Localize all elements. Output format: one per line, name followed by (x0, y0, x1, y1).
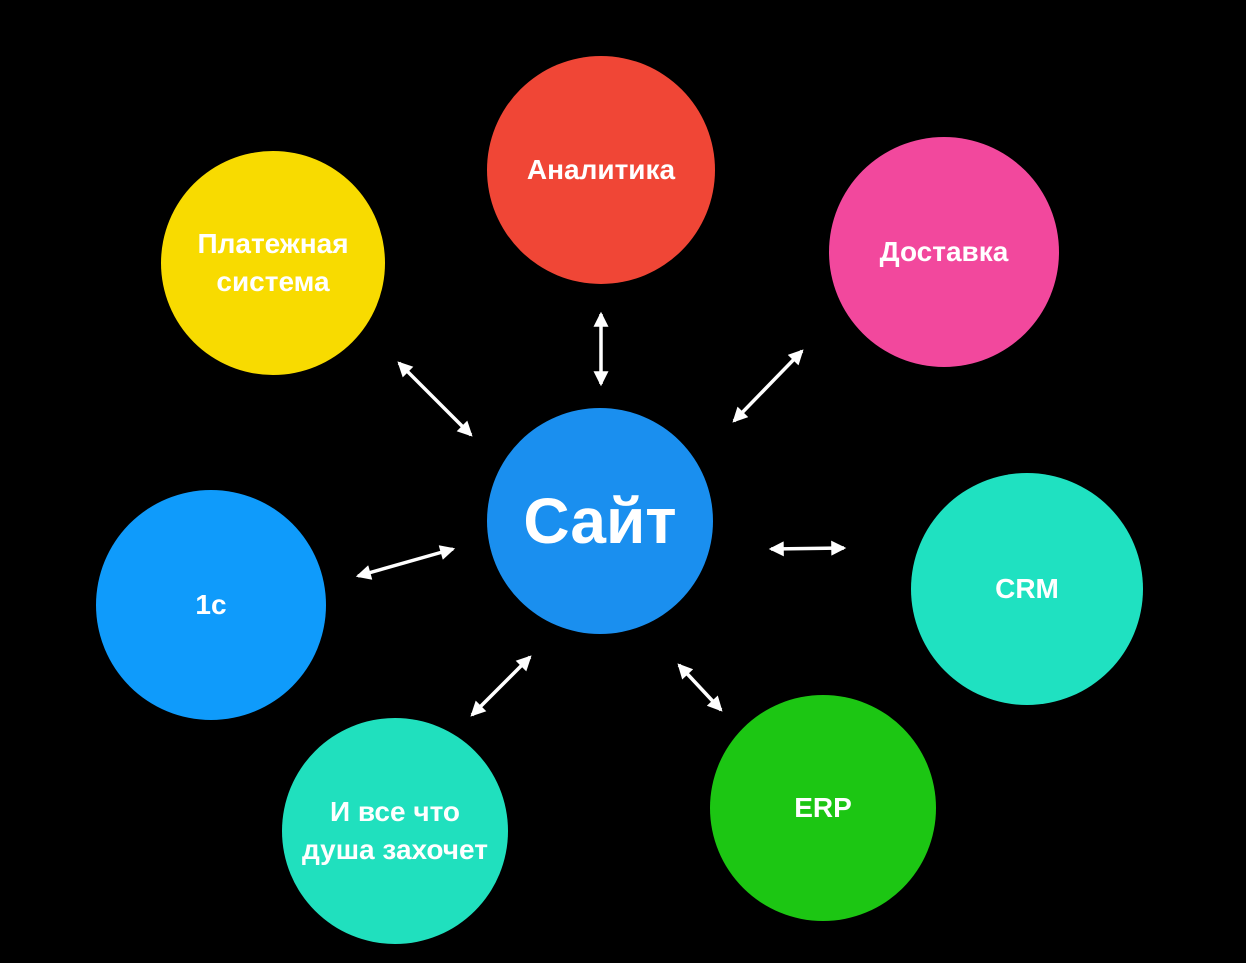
arrow-site-payment-system (397, 361, 473, 437)
arrow-site-crm (768, 540, 847, 557)
node-center-site: Сайт (487, 408, 713, 634)
arrow-site-erp (677, 663, 723, 712)
node-payment-system-label: Платежная система (197, 228, 349, 297)
node-crm-label: CRM (995, 573, 1059, 605)
node-anything-else: И все что душа захочет (282, 718, 508, 944)
node-erp: ERP (710, 695, 936, 921)
arrow-site-1c (355, 545, 456, 580)
arrow-site-anything (470, 655, 532, 717)
node-delivery: Доставка (829, 137, 1059, 367)
node-payment-system: Платежная система (161, 151, 385, 375)
node-delivery-label: Доставка (879, 236, 1009, 268)
node-crm: CRM (911, 473, 1143, 705)
arrow-site-delivery (732, 349, 804, 423)
node-erp-label: ERP (794, 792, 852, 824)
node-1c-label: 1с (195, 589, 227, 621)
node-center-site-label: Сайт (523, 484, 677, 557)
node-analytics-label: Аналитика (526, 154, 676, 186)
node-analytics: Аналитика (487, 56, 715, 284)
node-anything-else-label: И все что душа захочет (302, 796, 488, 865)
node-1c: 1с (96, 490, 326, 720)
